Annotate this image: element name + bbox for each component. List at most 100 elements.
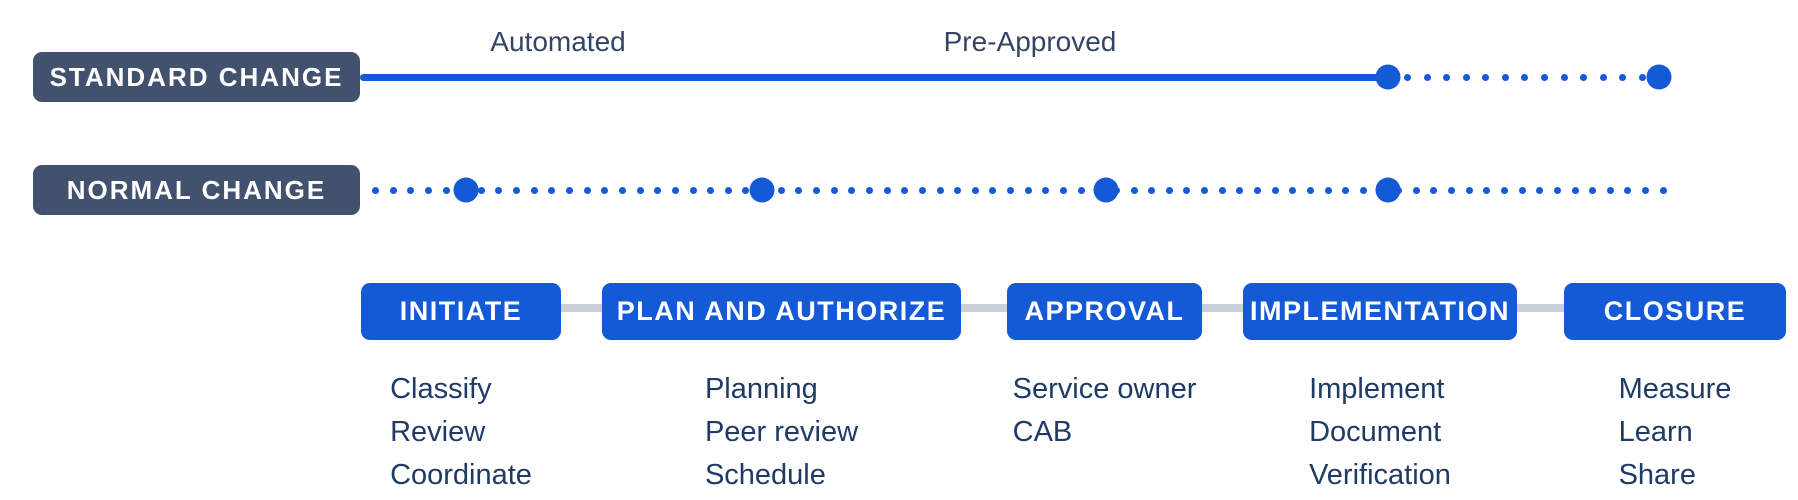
small-dot	[442, 186, 450, 194]
small-dot	[813, 186, 821, 194]
stage-connector	[1202, 304, 1243, 312]
stage-chip: CLOSURE	[1564, 283, 1786, 340]
small-dot	[707, 186, 715, 194]
small-dot	[1501, 186, 1508, 194]
standard-milestone-dot	[1646, 64, 1672, 90]
stage-chip: IMPLEMENTATION	[1243, 283, 1517, 340]
small-dot	[1624, 186, 1632, 194]
small-dot	[1541, 73, 1549, 81]
small-dot	[1007, 186, 1015, 194]
small-dot	[1342, 186, 1350, 194]
small-dot	[1642, 186, 1650, 194]
small-dot	[566, 186, 574, 194]
stage-chip: PLAN AND AUTHORIZE	[602, 283, 961, 340]
small-dot	[830, 186, 838, 194]
stage-item: Learn	[1618, 416, 1693, 448]
normal-track-dotted-line	[372, 186, 1667, 194]
small-dot	[954, 186, 962, 194]
small-dot	[1483, 186, 1491, 194]
small-dot	[918, 186, 926, 194]
small-dot	[865, 186, 873, 194]
small-dot	[1571, 186, 1579, 194]
stage-item: Share	[1618, 459, 1696, 491]
small-dot	[583, 186, 591, 194]
small-dot	[1553, 186, 1561, 194]
small-dot	[1443, 73, 1451, 81]
small-dot	[1271, 186, 1279, 194]
small-dot	[1606, 186, 1614, 194]
small-dot	[1404, 73, 1411, 81]
small-dot	[1536, 186, 1544, 194]
stage-item: Document	[1309, 416, 1442, 448]
small-dot	[883, 186, 891, 194]
small-dot	[513, 186, 521, 194]
small-dot	[1521, 73, 1529, 81]
small-dot	[548, 186, 556, 194]
small-dot	[1359, 186, 1367, 194]
normal-milestone-dot	[453, 177, 479, 203]
small-dot	[1218, 186, 1226, 194]
small-dot	[1430, 186, 1438, 194]
small-dot	[1077, 186, 1085, 194]
normal-milestone-dot	[1375, 177, 1401, 203]
small-dot	[1059, 186, 1067, 194]
standard-track-solid-line	[360, 74, 1390, 81]
standard-track-dotted-line	[1404, 73, 1646, 81]
small-dot	[1465, 186, 1473, 194]
small-dot	[1619, 73, 1627, 81]
small-dot	[1448, 186, 1456, 194]
standard-change-chip: STANDARD CHANGE	[33, 52, 360, 102]
stage-item: Coordinate	[390, 459, 532, 491]
small-dot	[372, 186, 379, 194]
small-dot	[1462, 73, 1470, 81]
small-dot	[901, 186, 909, 194]
small-dot	[1560, 73, 1568, 81]
small-dot	[742, 186, 750, 194]
stage-item: Peer review	[704, 416, 859, 448]
stage-connector	[961, 304, 1007, 312]
small-dot	[1183, 186, 1191, 194]
small-dot	[795, 186, 803, 194]
small-dot	[689, 186, 697, 194]
small-dot	[848, 186, 856, 194]
normal-milestone-dot	[749, 177, 775, 203]
small-dot	[1130, 186, 1138, 194]
small-dot	[389, 186, 397, 194]
small-dot	[1501, 73, 1509, 81]
small-dot	[1638, 73, 1646, 81]
stage-item: CAB	[1012, 416, 1073, 448]
small-dot	[1201, 186, 1209, 194]
small-dot	[1659, 186, 1667, 194]
small-dot	[1324, 186, 1332, 194]
small-dot	[618, 186, 626, 194]
small-dot	[1289, 186, 1297, 194]
stage-item: Service owner	[1012, 373, 1197, 405]
small-dot	[601, 186, 609, 194]
small-dot	[1148, 186, 1156, 194]
stage-item: Measure	[1618, 373, 1732, 405]
small-dot	[636, 186, 644, 194]
stage-chip: INITIATE	[361, 283, 561, 340]
small-dot	[1165, 186, 1173, 194]
stage-item: Classify	[390, 373, 492, 405]
small-dot	[724, 186, 732, 194]
small-dot	[777, 186, 785, 194]
stage-item: Planning	[704, 373, 818, 405]
stage-connector	[561, 304, 602, 312]
stage-chip: APPROVAL	[1007, 283, 1202, 340]
small-dot	[1042, 186, 1050, 194]
small-dot	[477, 186, 485, 194]
small-dot	[1482, 73, 1490, 81]
small-dot	[1412, 186, 1420, 194]
small-dot	[1254, 186, 1262, 194]
small-dot	[1589, 186, 1597, 194]
stage-connector	[1517, 304, 1564, 312]
small-dot	[1580, 73, 1588, 81]
standard-milestone-dot	[1375, 64, 1401, 90]
small-dot	[1423, 73, 1431, 81]
